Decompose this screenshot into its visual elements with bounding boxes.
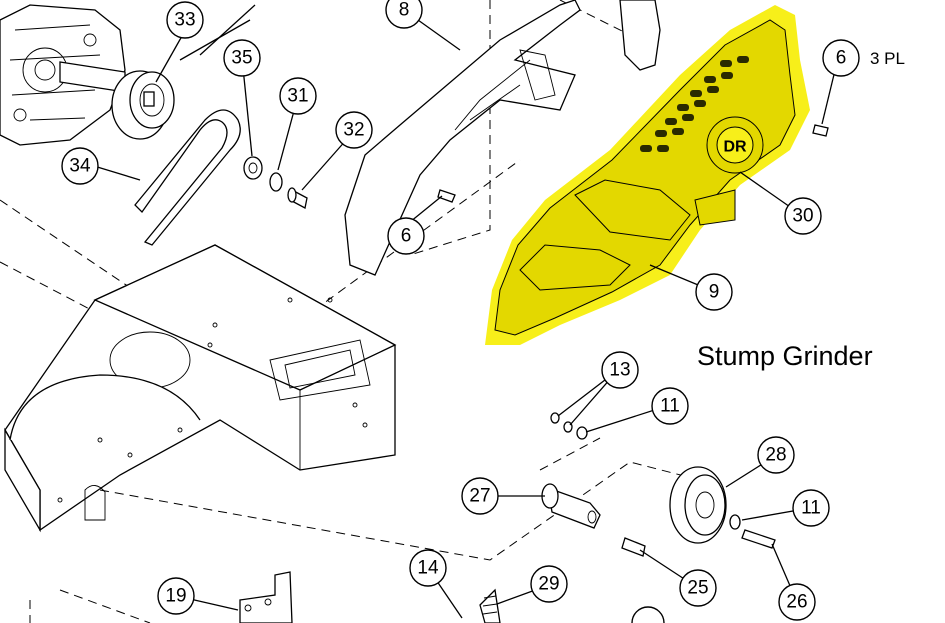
- svg-text:29: 29: [538, 574, 559, 595]
- callout-11: 11: [651, 387, 689, 425]
- callout-11b: 11: [792, 489, 830, 527]
- vent-slots: [640, 56, 749, 152]
- svg-text:28: 28: [765, 445, 786, 466]
- svg-text:6: 6: [401, 226, 412, 247]
- svg-text:14: 14: [417, 558, 439, 579]
- svg-text:27: 27: [469, 486, 490, 507]
- callout-partial: [631, 606, 665, 623]
- pulley-part-33: [111, 70, 175, 140]
- svg-text:25: 25: [687, 578, 708, 599]
- svg-text:6: 6: [836, 48, 847, 69]
- svg-text:32: 32: [343, 120, 364, 141]
- svg-text:34: 34: [69, 156, 91, 177]
- svg-text:9: 9: [709, 282, 720, 303]
- callout-19: 19: [157, 577, 195, 615]
- bracket-part-19: [239, 571, 293, 623]
- callout-34: 34: [61, 147, 99, 185]
- hardware-35-31-32: [243, 156, 308, 209]
- callout-33: 33: [166, 1, 204, 39]
- callout-26: 26: [778, 583, 816, 621]
- svg-text:31: 31: [287, 86, 308, 107]
- svg-text:11: 11: [660, 396, 680, 417]
- callout-32: 32: [335, 111, 373, 149]
- callout-6: 6: [387, 217, 425, 255]
- callout-29: 29: [530, 565, 568, 603]
- svg-text:35: 35: [231, 48, 252, 69]
- guard-arm-part-8: [344, 0, 661, 276]
- highlighted-shroud-part-9: DR: [485, 5, 810, 345]
- callout-27: 27: [461, 477, 499, 515]
- callout-25: 25: [679, 569, 717, 607]
- callout-13: 13: [601, 351, 639, 389]
- leader-lines: [93, 4, 839, 619]
- svg-text:11: 11: [801, 498, 821, 519]
- lower-hardware: [479, 412, 776, 623]
- svg-text:13: 13: [609, 360, 630, 381]
- callout-31: 31: [279, 77, 317, 115]
- svg-text:26: 26: [786, 592, 807, 613]
- engine: [0, 4, 126, 146]
- frame-weldment: [4, 244, 397, 533]
- svg-text:19: 19: [165, 586, 186, 607]
- qty-note: 3 PL: [870, 49, 905, 68]
- svg-text:30: 30: [792, 206, 813, 227]
- bolt-part-6: [437, 124, 829, 203]
- callout-6-3pl: 6: [822, 39, 860, 77]
- svg-text:8: 8: [399, 0, 410, 21]
- callout-8: 8: [385, 0, 423, 29]
- callout-28: 28: [757, 436, 795, 474]
- diagram-title: Stump Grinder: [697, 341, 873, 371]
- dr-logo: DR: [723, 139, 747, 156]
- svg-text:33: 33: [174, 10, 195, 31]
- callout-30: 30: [784, 197, 822, 235]
- callout-14: 14: [409, 549, 447, 587]
- callout-9: 9: [695, 273, 733, 311]
- belt-part-34: [134, 109, 241, 246]
- callout-35: 35: [223, 39, 261, 77]
